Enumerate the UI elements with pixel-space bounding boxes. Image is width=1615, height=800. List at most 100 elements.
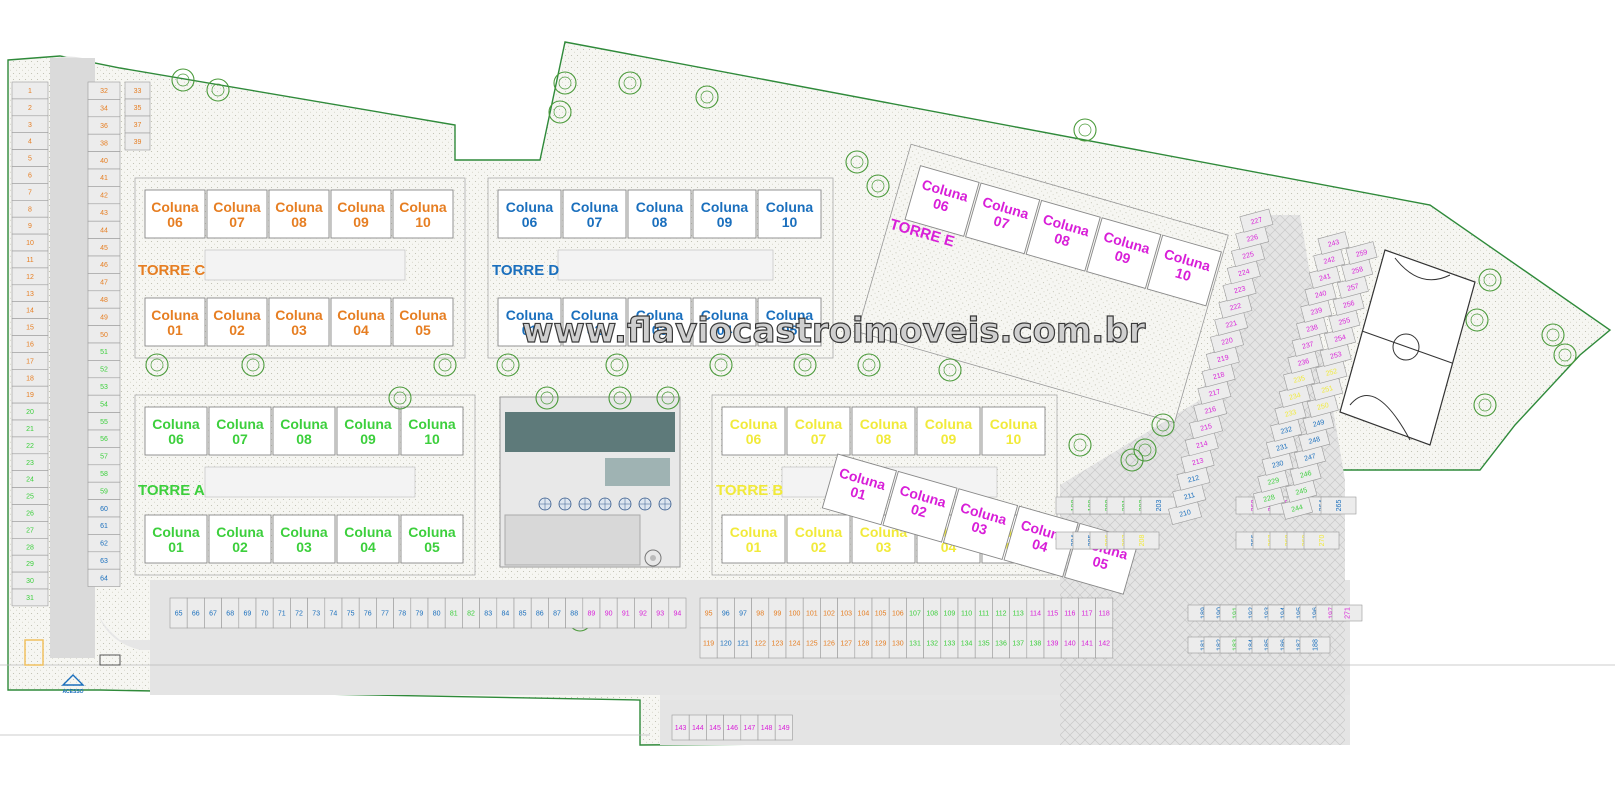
parking-space-12[interactable]: 12 xyxy=(11,267,49,286)
parking-space-61[interactable]: 61 xyxy=(87,516,121,535)
parking-space-71[interactable]: 71 xyxy=(272,597,291,629)
parking-space-255[interactable]: 255 xyxy=(1328,309,1361,333)
parking-space-138[interactable]: 138 xyxy=(1026,627,1045,659)
parking-space-113[interactable]: 113 xyxy=(1009,597,1028,629)
parking-space-265[interactable]: 265 xyxy=(1320,496,1357,515)
parking-space-96[interactable]: 96 xyxy=(716,597,735,629)
parking-space-46[interactable]: 46 xyxy=(87,255,121,274)
parking-space-24[interactable]: 24 xyxy=(11,470,49,488)
parking-space-123[interactable]: 123 xyxy=(768,627,787,659)
parking-space-147[interactable]: 147 xyxy=(740,714,759,741)
parking-space-70[interactable]: 70 xyxy=(255,597,274,629)
parking-space-83[interactable]: 83 xyxy=(479,597,498,629)
parking-space-106[interactable]: 106 xyxy=(888,597,907,629)
parking-space-45[interactable]: 45 xyxy=(87,238,121,257)
parking-space-25[interactable]: 25 xyxy=(11,487,49,505)
parking-space-84[interactable]: 84 xyxy=(496,597,515,629)
parking-space-249[interactable]: 249 xyxy=(1302,411,1335,435)
parking-space-142[interactable]: 142 xyxy=(1095,627,1114,659)
parking-space-87[interactable]: 87 xyxy=(548,597,566,629)
parking-space-21[interactable]: 21 xyxy=(11,419,49,438)
parking-space-122[interactable]: 122 xyxy=(751,627,770,659)
parking-space-48[interactable]: 48 xyxy=(87,290,121,309)
parking-space-4[interactable]: 4 xyxy=(11,132,49,150)
parking-space-26[interactable]: 26 xyxy=(11,504,49,522)
parking-space-239[interactable]: 239 xyxy=(1300,299,1333,323)
parking-space-107[interactable]: 107 xyxy=(906,597,924,629)
parking-space-31[interactable]: 31 xyxy=(11,588,49,607)
parking-space-74[interactable]: 74 xyxy=(324,597,343,629)
parking-space-94[interactable]: 94 xyxy=(668,597,687,629)
parking-space-76[interactable]: 76 xyxy=(358,597,377,629)
parking-space-8[interactable]: 8 xyxy=(11,200,49,218)
parking-space-54[interactable]: 54 xyxy=(87,394,121,413)
parking-space-208[interactable]: 208 xyxy=(1123,531,1160,550)
parking-space-254[interactable]: 254 xyxy=(1324,326,1356,350)
parking-space-136[interactable]: 136 xyxy=(992,627,1010,659)
parking-space-270[interactable]: 270 xyxy=(1303,531,1340,550)
parking-space-111[interactable]: 111 xyxy=(974,597,993,629)
parking-space-133[interactable]: 133 xyxy=(940,627,959,659)
parking-space-134[interactable]: 134 xyxy=(957,627,976,659)
parking-space-38[interactable]: 38 xyxy=(87,133,121,152)
parking-space-3[interactable]: 3 xyxy=(11,115,49,134)
parking-space-97[interactable]: 97 xyxy=(734,597,752,629)
parking-space-20[interactable]: 20 xyxy=(11,402,49,421)
parking-space-102[interactable]: 102 xyxy=(820,597,838,629)
parking-space-128[interactable]: 128 xyxy=(854,627,873,659)
parking-space-92[interactable]: 92 xyxy=(634,597,652,629)
parking-space-125[interactable]: 125 xyxy=(802,627,821,659)
parking-space-85[interactable]: 85 xyxy=(513,597,532,629)
parking-space-238[interactable]: 238 xyxy=(1296,316,1328,340)
parking-space-17[interactable]: 17 xyxy=(11,352,49,370)
parking-space-79[interactable]: 79 xyxy=(410,597,429,629)
parking-space-89[interactable]: 89 xyxy=(582,597,601,629)
parking-space-67[interactable]: 67 xyxy=(204,597,222,629)
parking-space-104[interactable]: 104 xyxy=(854,597,873,629)
parking-space-29[interactable]: 29 xyxy=(11,554,49,573)
parking-space-109[interactable]: 109 xyxy=(940,597,959,629)
parking-space-124[interactable]: 124 xyxy=(785,627,804,659)
parking-space-59[interactable]: 59 xyxy=(87,481,121,500)
parking-space-64[interactable]: 64 xyxy=(87,568,121,587)
parking-space-126[interactable]: 126 xyxy=(820,627,838,659)
parking-space-32[interactable]: 32 xyxy=(87,81,121,100)
parking-space-145[interactable]: 145 xyxy=(706,714,724,741)
parking-space-80[interactable]: 80 xyxy=(427,597,446,629)
parking-space-114[interactable]: 114 xyxy=(1026,597,1045,629)
parking-space-118[interactable]: 118 xyxy=(1095,597,1114,629)
parking-space-82[interactable]: 82 xyxy=(462,597,480,629)
parking-space-188[interactable]: 188 xyxy=(1299,636,1331,654)
parking-space-2[interactable]: 2 xyxy=(11,98,49,117)
parking-space-42[interactable]: 42 xyxy=(87,186,121,205)
parking-space-149[interactable]: 149 xyxy=(774,714,793,741)
parking-space-1[interactable]: 1 xyxy=(11,81,49,100)
parking-space-62[interactable]: 62 xyxy=(87,534,121,553)
parking-space-105[interactable]: 105 xyxy=(871,597,890,629)
parking-space-37[interactable]: 37 xyxy=(124,115,151,134)
parking-space-243[interactable]: 243 xyxy=(1317,231,1350,255)
parking-space-119[interactable]: 119 xyxy=(699,627,718,659)
parking-space-75[interactable]: 75 xyxy=(341,597,360,629)
parking-space-56[interactable]: 56 xyxy=(87,429,121,448)
parking-space-77[interactable]: 77 xyxy=(376,597,394,629)
parking-space-227[interactable]: 227 xyxy=(1239,208,1274,233)
